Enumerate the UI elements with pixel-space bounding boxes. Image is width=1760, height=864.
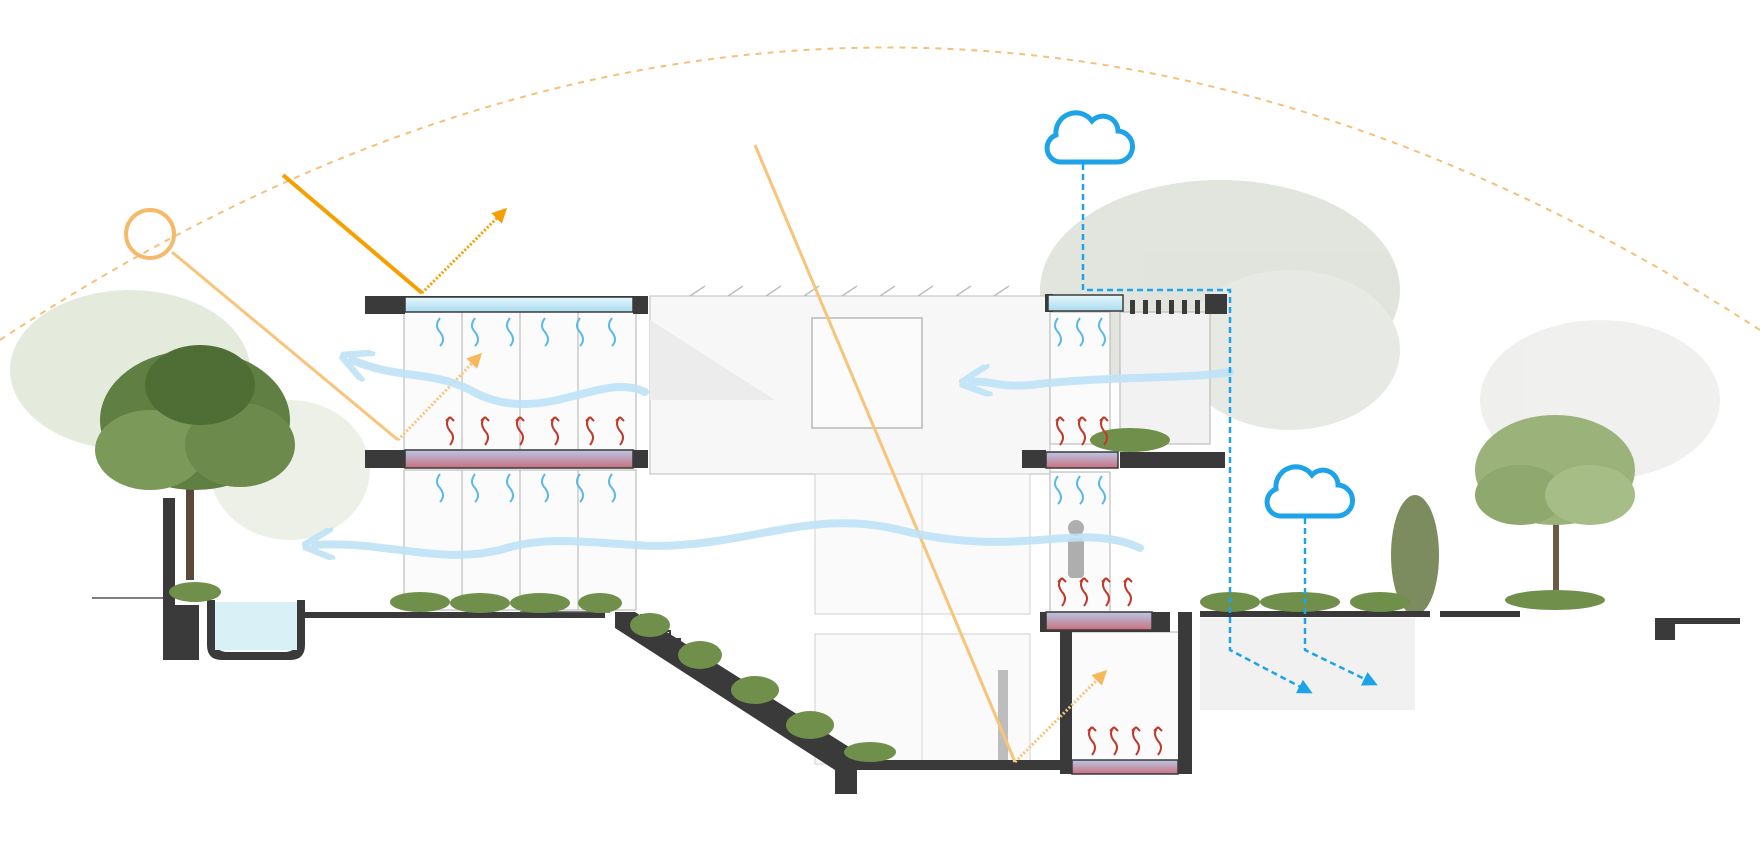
heat-arrows: [445, 416, 1163, 756]
pool-water: [215, 602, 297, 650]
heated-floor-left: [404, 449, 634, 469]
heated-floor-basement: [1071, 759, 1179, 775]
heated-floor-right-2: [1045, 611, 1153, 631]
heated-floor-right-1: [1045, 451, 1119, 469]
rainwater-paths: [1081, 164, 1378, 694]
sun-icon: [124, 208, 176, 260]
person-icon: [1068, 520, 1084, 578]
sun-rays: [171, 144, 1108, 764]
tree-icon: [95, 345, 295, 580]
soakaway-gravel: [1200, 618, 1415, 710]
glass-roof-right: [1047, 294, 1124, 312]
glass-roof-left: [404, 296, 634, 313]
roof-louvres: [1130, 300, 1200, 314]
cypress-tree: [1391, 495, 1439, 615]
air-flow: [315, 360, 1234, 555]
cool-air-arrows: [436, 317, 1106, 505]
cloud-icon: [1044, 110, 1136, 165]
cloud-icon-2: [1264, 464, 1356, 519]
sun-path-arc: [0, 46, 1760, 341]
tree-icon-right: [1475, 415, 1635, 590]
vent-pipe: [998, 670, 1008, 760]
